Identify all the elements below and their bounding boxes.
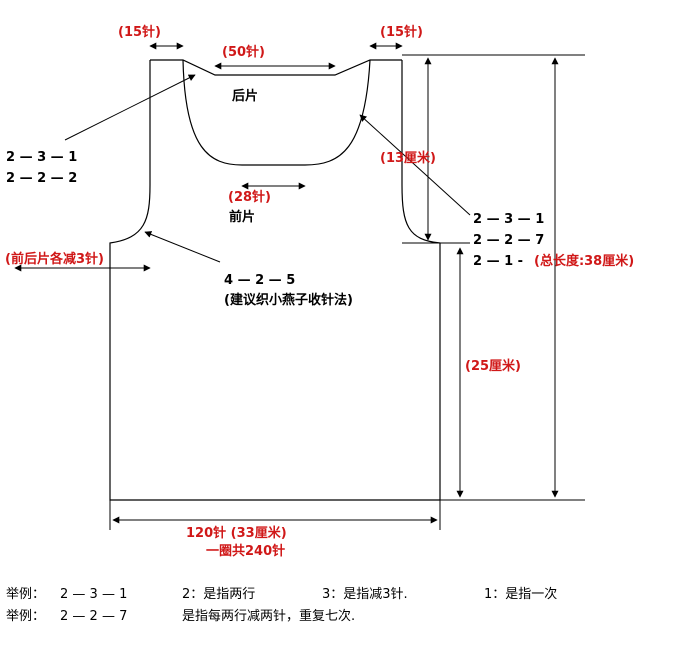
example2-sequence: 2 — 2 — 7 bbox=[60, 609, 127, 624]
reference-lines bbox=[109, 54, 585, 530]
example1-prefix: 举例： bbox=[6, 587, 45, 602]
example1-part2: 3：是指减3针. bbox=[322, 587, 408, 602]
round-total-label: 一圈共240针 bbox=[206, 543, 285, 559]
example1-part3: 1：是指一次 bbox=[484, 586, 557, 602]
dimension-arrows bbox=[14, 42, 559, 524]
top-left-stitches-label: (15针) bbox=[118, 24, 161, 40]
example1-part1: 2：是指两行 bbox=[182, 587, 255, 602]
width-stitches-label: 120针 (33厘米) bbox=[186, 525, 287, 541]
top-right-stitches-label: (15针) bbox=[380, 24, 423, 40]
front-neck-stitches-label: (28针) bbox=[228, 189, 271, 205]
raglan-note: (建议织小燕子收针法) bbox=[224, 292, 353, 308]
left-sequence-1: 2 — 3 — 1 bbox=[6, 150, 77, 165]
garment-outline bbox=[109, 59, 441, 501]
example2-text: 是指每两行减两针，重复七次. bbox=[182, 608, 355, 624]
armhole-decrease-label: (前后片各减3针) bbox=[5, 251, 104, 267]
top-mid-stitches-label: (50针) bbox=[222, 44, 265, 60]
left-sequence-2: 2 — 2 — 2 bbox=[6, 171, 77, 186]
back-piece-label: 后片 bbox=[232, 88, 258, 104]
example1-sequence: 2 — 3 — 1 bbox=[60, 587, 127, 602]
neck-depth-label: (13厘米) bbox=[380, 150, 436, 166]
right-sequence-1: 2 — 3 — 1 bbox=[473, 212, 544, 227]
example2-prefix: 举例： bbox=[6, 609, 45, 624]
body-length-label: (25厘米) bbox=[465, 358, 521, 374]
front-piece-label: 前片 bbox=[229, 209, 255, 225]
total-length-label: (总长度:38厘米) bbox=[534, 253, 634, 269]
pointer-lines bbox=[64, 74, 471, 263]
right-sequence-2: 2 — 2 — 7 bbox=[473, 233, 544, 248]
right-sequence-3: 2 — 1 - bbox=[473, 254, 523, 269]
raglan-sequence: 4 — 2 — 5 bbox=[224, 273, 295, 288]
